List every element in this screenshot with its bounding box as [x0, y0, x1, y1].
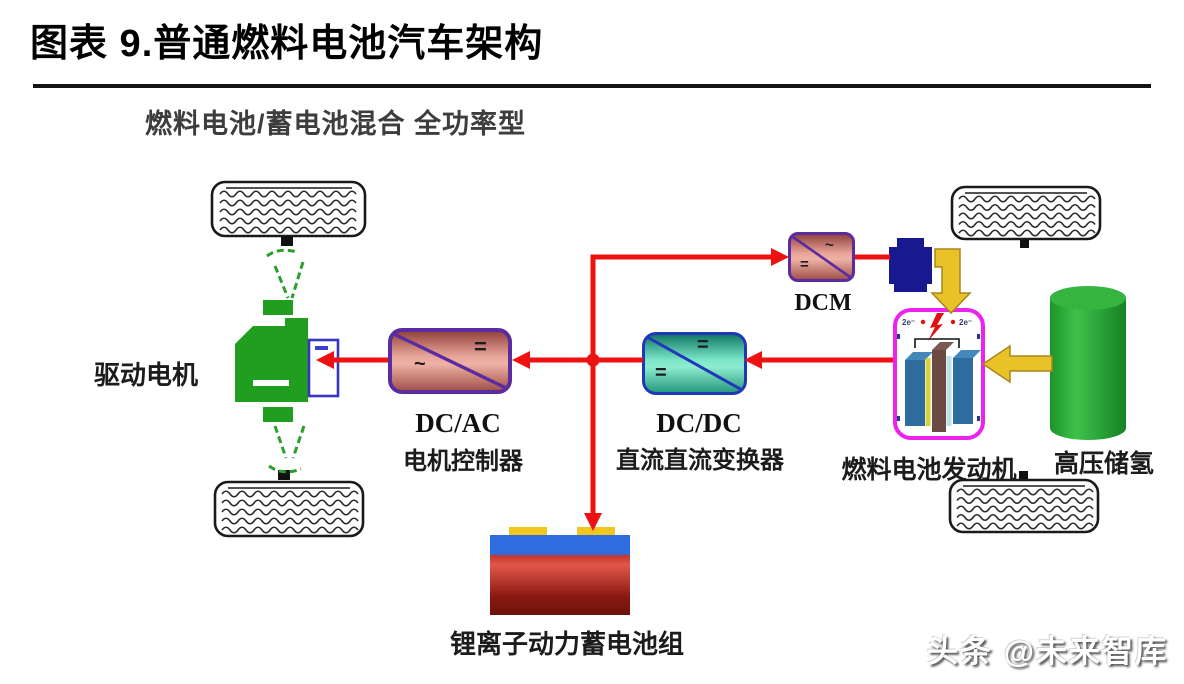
compressor-flange-top [897, 238, 924, 248]
dcac-ac-symbol: ~ [414, 353, 426, 375]
line-junction-to-dcm [590, 254, 771, 515]
motor-slot-detail [253, 380, 289, 386]
dcm-ac-symbol: ~ [825, 237, 834, 254]
dcm-name: DCM [794, 290, 852, 316]
arrowhead-into-dcm [771, 248, 789, 266]
battery-label: 锂离子动力蓄电池组 [449, 629, 685, 659]
tire-front-left [210, 180, 367, 238]
plate-center [932, 350, 946, 432]
dcdc-name: DC/DC [656, 408, 742, 438]
diagram-subtitle: 燃料电池/蓄电池混合 全功率型 [145, 109, 527, 139]
dcdc-converter: = = [642, 332, 747, 395]
fuel-cell-label: 燃料电池发动机 [841, 456, 1017, 484]
stack-wire [914, 338, 960, 348]
arrow-tank-to-fuelcell [981, 344, 1053, 384]
handle-dot-3 [897, 416, 900, 421]
hydrogen-tank-label: 高压储氢 [1053, 450, 1155, 478]
battery-terminal-right [577, 527, 615, 535]
dcdc-dc-symbol-1: = [697, 334, 709, 356]
bent-arrow-compressor-to-fuelcell [930, 248, 972, 315]
electron-label-right: 2e⁻ [959, 318, 972, 327]
electron-label-left: 2e⁻ [902, 318, 915, 327]
membrane-lightblue [946, 356, 952, 426]
dcm-converter: ~ = [788, 232, 855, 282]
battery-top-strip [490, 535, 630, 555]
compressor-motor [889, 247, 932, 284]
plate-left [905, 360, 925, 426]
dcdc-dc-symbol-2: = [655, 362, 667, 384]
arrowhead-into-motor [316, 351, 334, 369]
hydrogen-tank [1050, 286, 1126, 440]
tire-rear-left [213, 480, 365, 538]
plate-center-top [932, 342, 954, 350]
dcac-converter: ~ = [388, 328, 512, 394]
figure-title: 图表 9.普通燃料电池汽车架构 [30, 23, 544, 65]
handle-dot-1 [897, 334, 900, 339]
drive-motor-label: 驱动电机 [94, 360, 199, 390]
junction-dot [586, 353, 600, 367]
axle-stem-rear-left [278, 470, 290, 480]
membrane-yellow [925, 358, 931, 426]
dcac-name: DC/AC [415, 408, 501, 438]
dcdc-label: 直流直流变换器 [616, 447, 784, 474]
dcac-label: 电机控制器 [403, 448, 523, 475]
axle-block-top [263, 300, 293, 315]
handle-dot-2 [977, 334, 980, 339]
watermark: 头条 @未来智库 [927, 634, 1168, 669]
axle-stem-front-right [1020, 240, 1029, 248]
fuel-cell-stack: 2e⁻ 2e⁻ [897, 313, 981, 432]
title-divider [33, 84, 1151, 88]
arrowhead-into-dcdc [744, 351, 762, 369]
cv-joint-top [266, 248, 305, 299]
motor-terminal-dash [315, 346, 328, 350]
reaction-dot-right [950, 319, 956, 325]
dcac-diagonal [393, 332, 507, 390]
dcm-diagonal [792, 235, 851, 279]
reaction-dot-left [920, 319, 926, 325]
axle-block-bottom [263, 407, 293, 422]
tire-front-right [950, 185, 1102, 241]
axle-stem-rear-right [1019, 471, 1028, 479]
fuel-cell-engine: 2e⁻ 2e⁻ [893, 308, 985, 440]
plate-right-top [953, 350, 981, 358]
lightning-icon [928, 313, 944, 341]
battery-terminal-left [509, 527, 547, 535]
handle-dot-4 [977, 416, 980, 421]
arrowhead-into-dcac [512, 351, 530, 369]
arrowhead-into-battery [584, 513, 602, 531]
cv-joint-bottom [268, 425, 306, 474]
battery-body [490, 555, 630, 615]
compressor-flange-bottom [894, 284, 927, 292]
axle-stem-front-left [281, 236, 293, 246]
dcdc-diagonal [646, 335, 743, 392]
plate-right [953, 358, 973, 424]
dcm-dc-symbol: = [800, 256, 809, 273]
tire-rear-right [948, 478, 1100, 534]
dcac-dc-symbol: = [474, 334, 487, 359]
